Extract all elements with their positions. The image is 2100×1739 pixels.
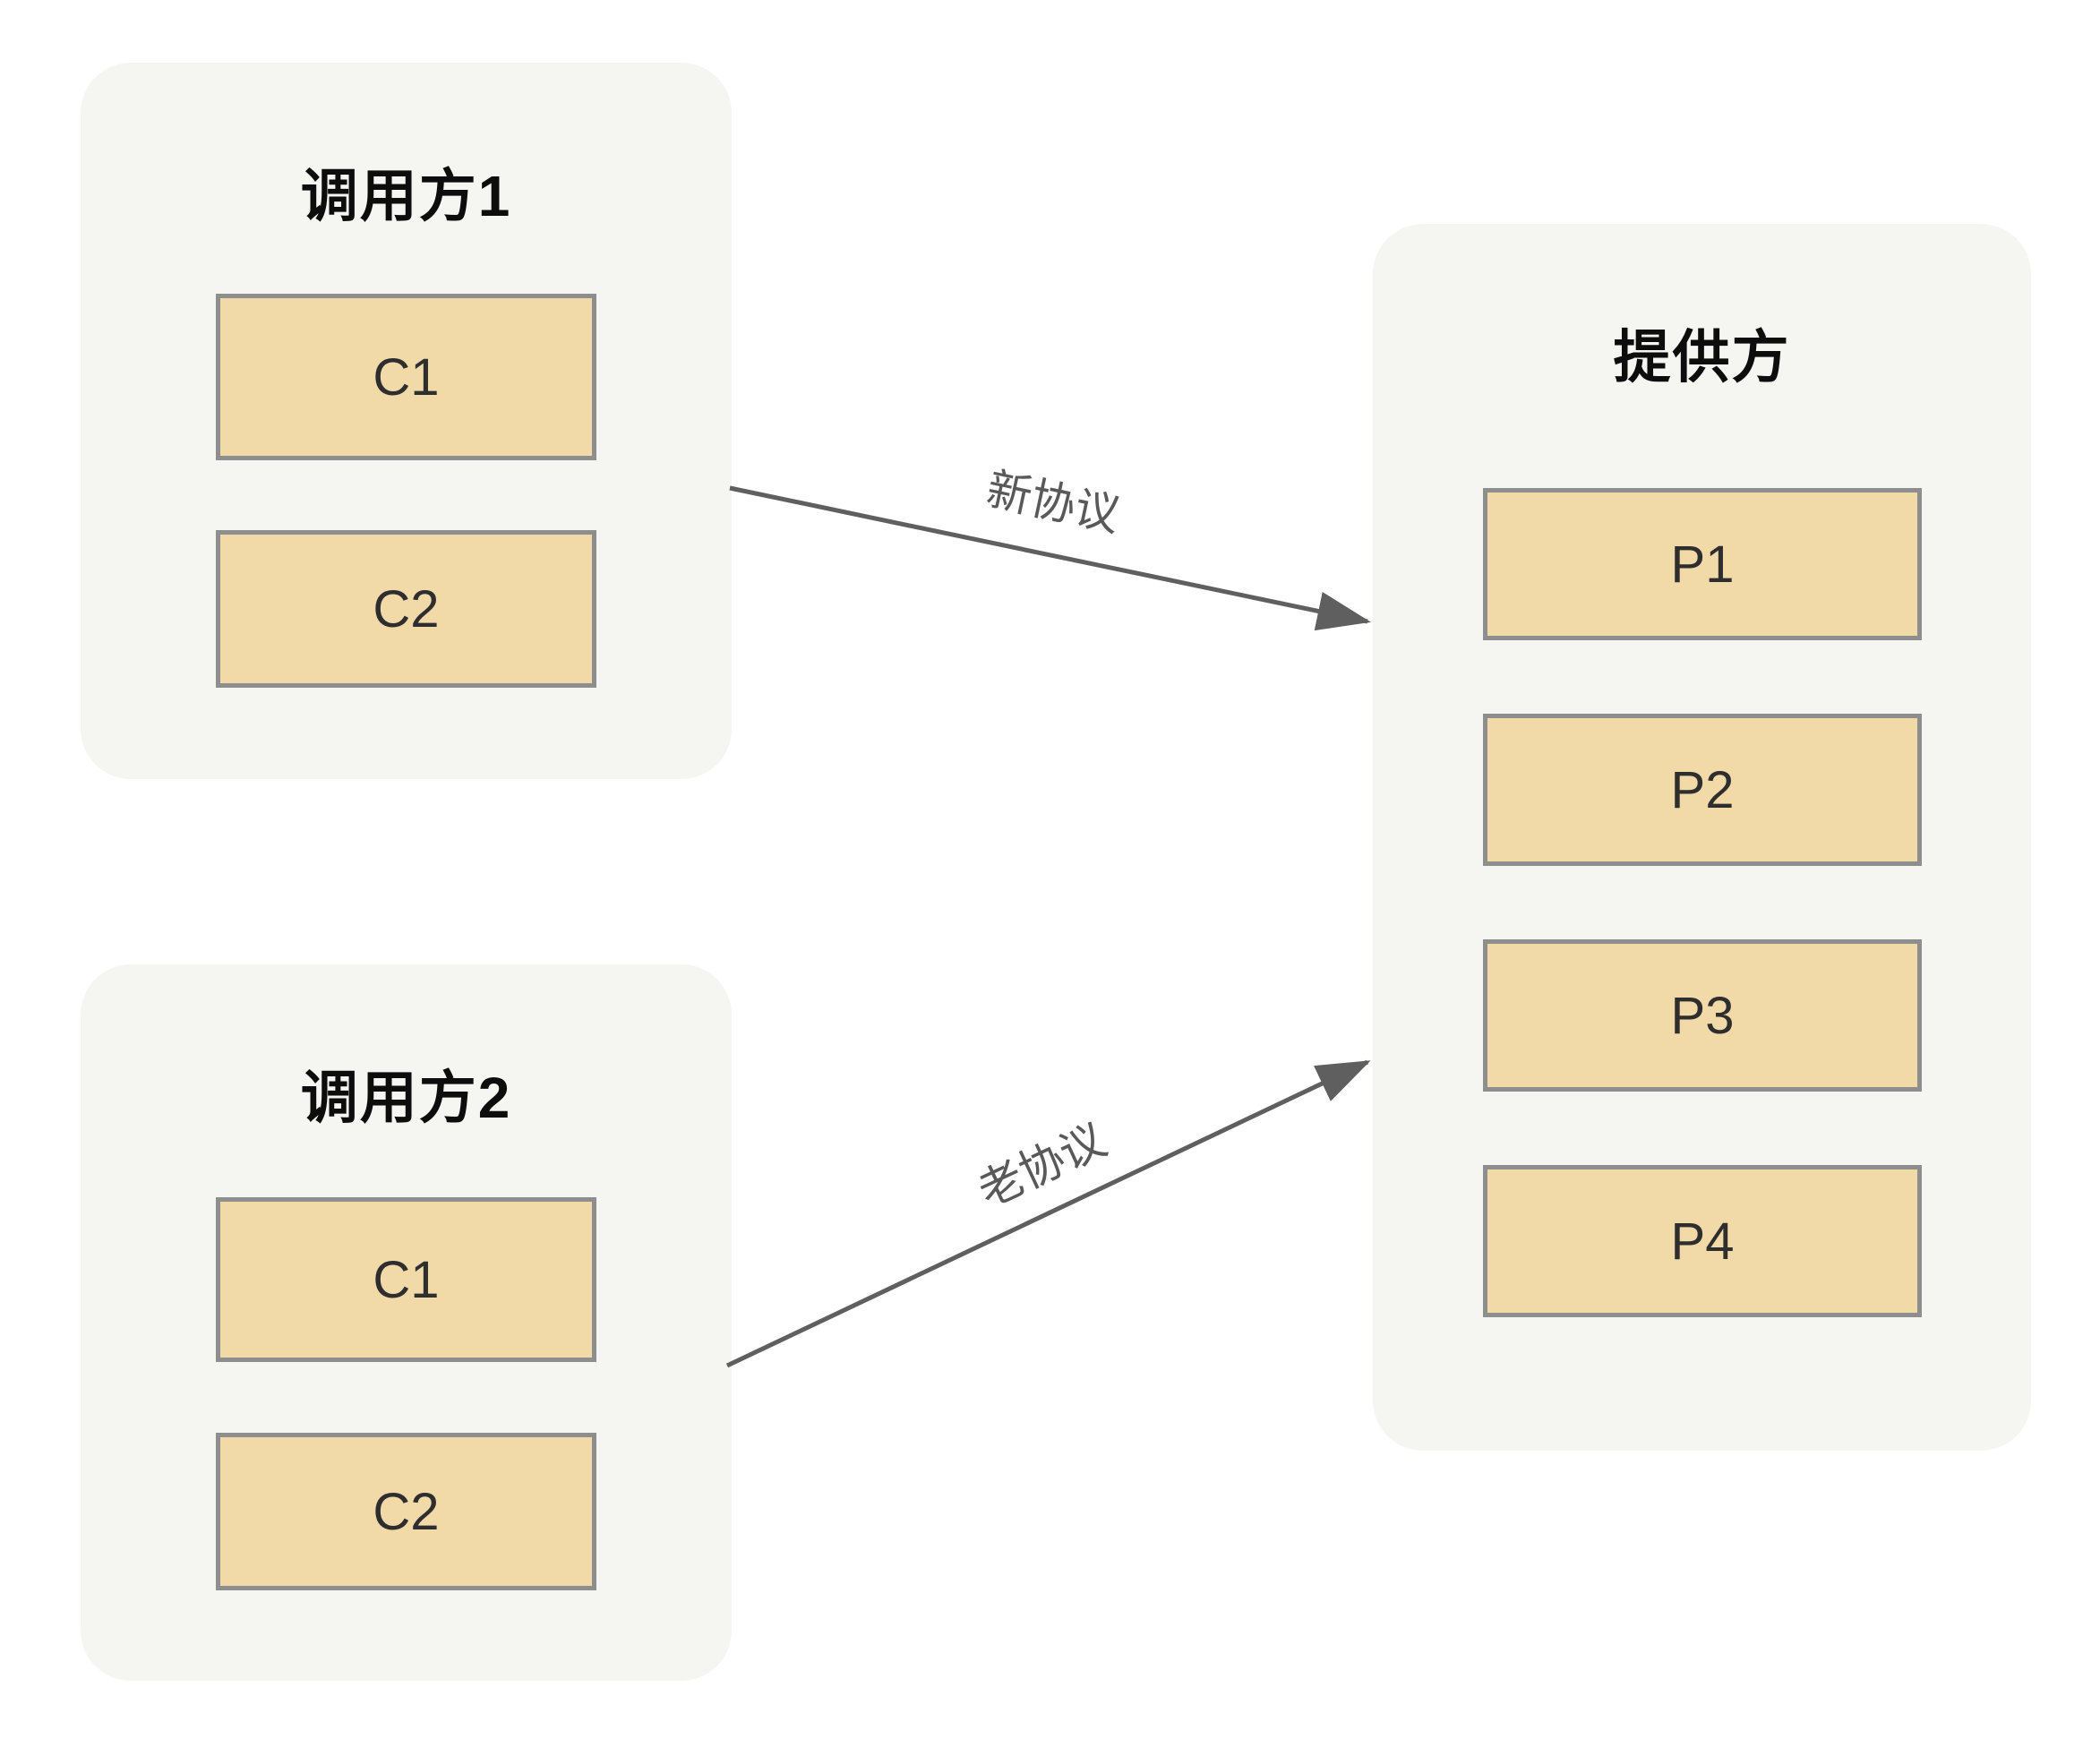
arrow-label-old-protocol: 老协议: [970, 1114, 1114, 1217]
node-caller1-c2-label: C2: [373, 579, 440, 638]
group-caller-1: 调用方1 C1 C2: [81, 63, 732, 779]
node-caller1-c2: C2: [216, 530, 596, 688]
group-caller-2-title: 调用方2: [300, 1066, 512, 1130]
group-provider: 提供方 P1 P2 P3 P4: [1373, 224, 2031, 1451]
node-provider-p3: P3: [1483, 939, 1922, 1092]
node-caller2-c2-label: C2: [373, 1482, 440, 1541]
node-caller2-c1: C1: [216, 1197, 596, 1362]
node-provider-p2: P2: [1483, 714, 1922, 866]
arrow-label-new-protocol: 新协议: [981, 463, 1125, 541]
group-caller-1-title: 调用方1: [300, 164, 512, 228]
node-caller1-c1: C1: [216, 294, 596, 460]
group-caller-2: 调用方2 C1 C2: [81, 964, 732, 1681]
arrow-old-protocol: [725, 1059, 1371, 1368]
node-provider-p2-label: P2: [1670, 760, 1735, 819]
node-caller2-c1-label: C1: [373, 1250, 440, 1309]
node-provider-p4: P4: [1483, 1165, 1922, 1317]
node-caller1-c1-label: C1: [373, 347, 440, 407]
node-provider-p1: P1: [1483, 488, 1922, 640]
node-caller2-c2: C2: [216, 1433, 596, 1590]
group-provider-title: 提供方: [1613, 325, 1791, 390]
node-provider-p3-label: P3: [1670, 986, 1735, 1045]
node-provider-p4-label: P4: [1670, 1212, 1735, 1271]
node-provider-p1-label: P1: [1670, 535, 1735, 594]
